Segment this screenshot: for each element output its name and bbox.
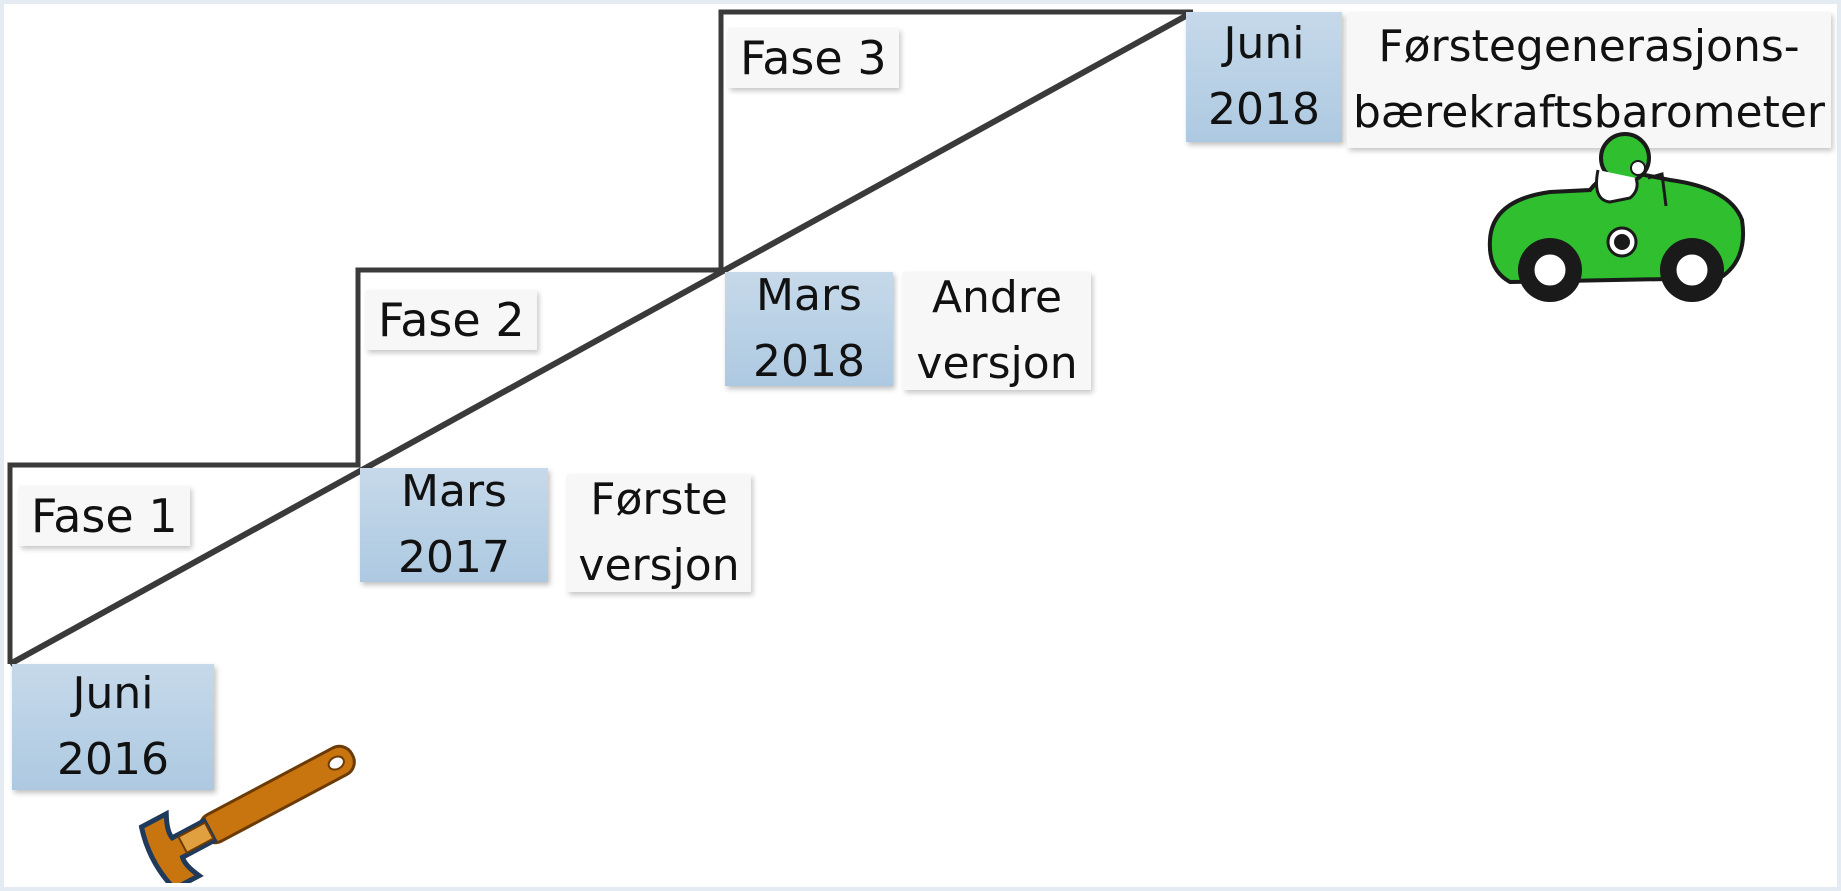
staircase-steps bbox=[7, 9, 1193, 664]
milestone-date-june-2018: Juni 2018 bbox=[1186, 12, 1342, 142]
wrench-icon bbox=[138, 744, 356, 883]
milestone-desc-first-version: Første versjon bbox=[567, 474, 751, 592]
milestone-year: 2018 bbox=[753, 336, 865, 387]
milestone-month: Mars bbox=[756, 270, 862, 321]
milestone-date-march-2017: Mars 2017 bbox=[360, 466, 548, 583]
milestone-desc-line: versjon bbox=[578, 540, 740, 591]
milestone-desc-line: versjon bbox=[916, 338, 1078, 389]
phase-2-label: Fase 2 bbox=[366, 290, 537, 350]
milestone-date-march-2018: Mars 2018 bbox=[725, 270, 893, 387]
milestone-desc-line: Første bbox=[590, 474, 728, 525]
milestone-desc-second-version: Andre versjon bbox=[903, 272, 1091, 390]
milestone-month: Juni bbox=[1223, 18, 1305, 69]
milestone-month: Mars bbox=[401, 466, 507, 517]
race-car-icon bbox=[1487, 132, 1745, 302]
phase-1-label: Fase 1 bbox=[19, 486, 190, 546]
milestone-year: 2017 bbox=[398, 532, 510, 583]
phase-3-label: Fase 3 bbox=[728, 28, 899, 88]
milestone-year: 2018 bbox=[1208, 84, 1320, 135]
milestone-desc-line: Andre bbox=[931, 272, 1063, 323]
milestone-desc-line: Førstegenerasjons- bbox=[1378, 21, 1800, 72]
milestone-month: Juni bbox=[72, 668, 154, 719]
milestone-desc-first-generation: Førstegenerasjons- bærekraftsbarometer bbox=[1347, 12, 1831, 148]
diagonal-line bbox=[8, 9, 1195, 667]
milestone-desc-line: bærekraftsbarometer bbox=[1352, 87, 1826, 138]
milestone-date-june-2016: Juni 2016 bbox=[12, 664, 214, 790]
milestone-year: 2016 bbox=[57, 734, 169, 785]
